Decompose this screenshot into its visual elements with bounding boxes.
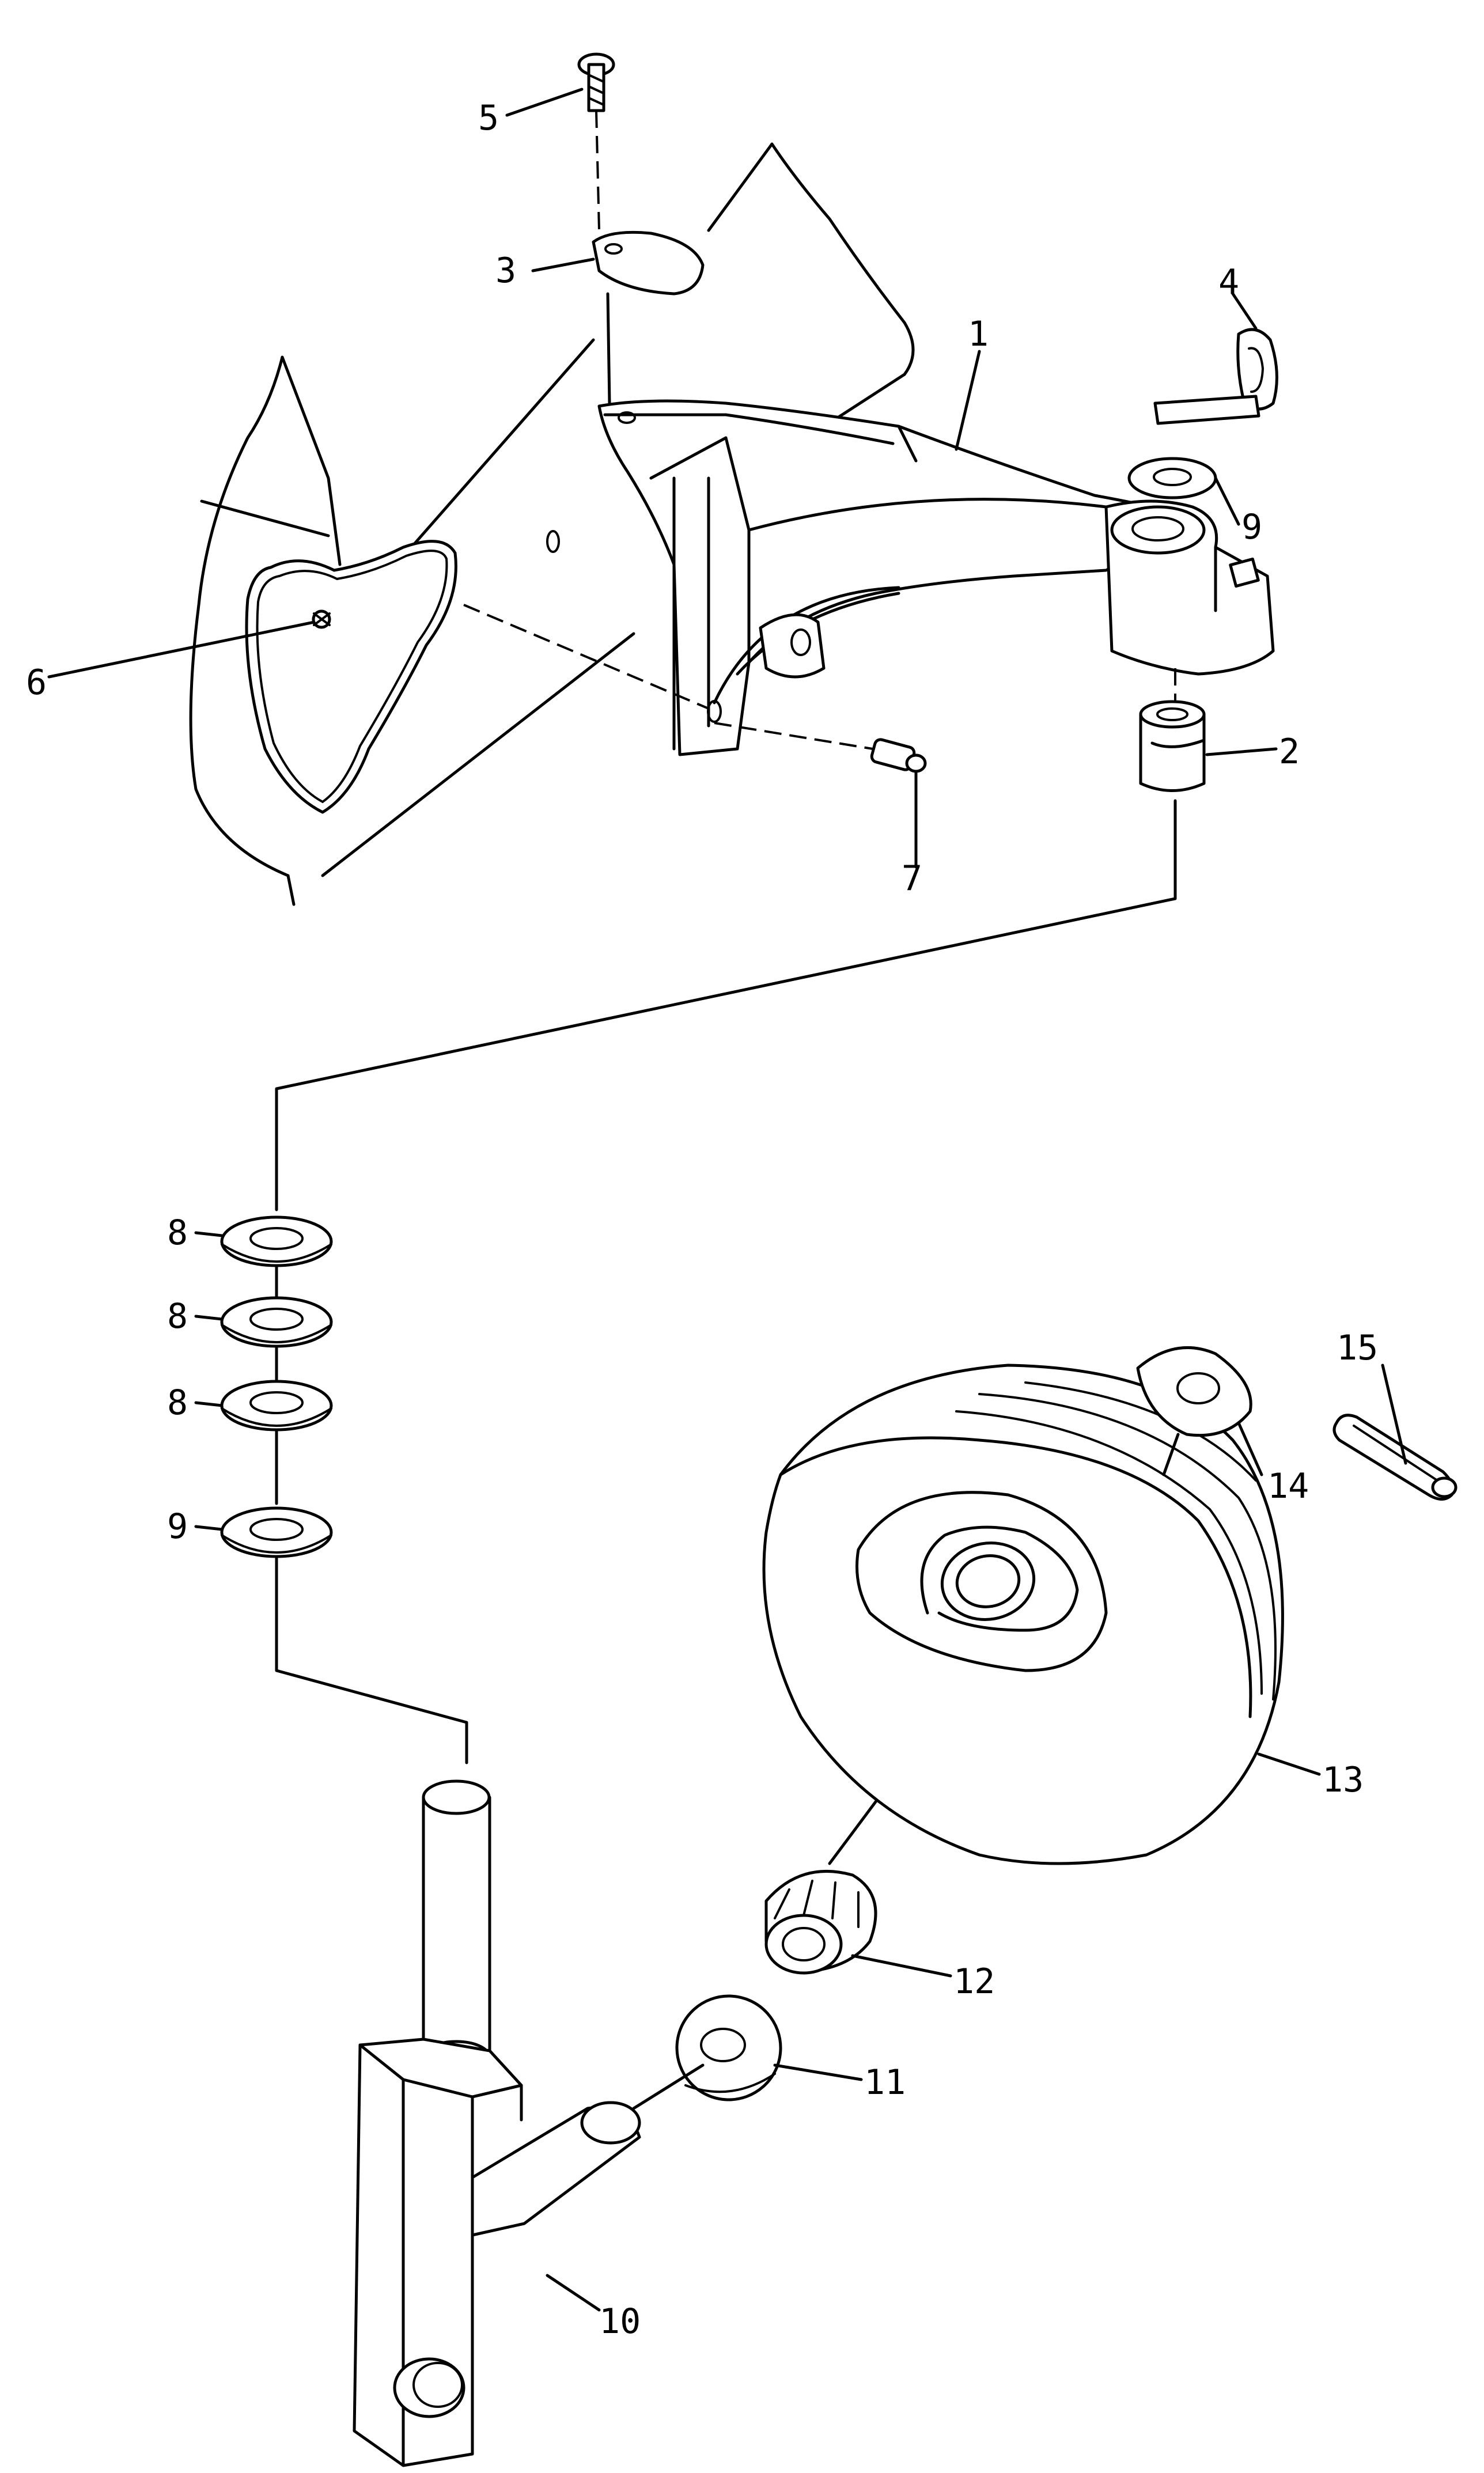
callout-8-bottom: 8 bbox=[167, 1383, 188, 1423]
callout-8-top: 8 bbox=[167, 1213, 188, 1253]
part-grease-fitting bbox=[870, 738, 927, 773]
callout-13: 13 bbox=[1322, 1760, 1364, 1800]
part-outer-washer bbox=[1136, 1346, 1252, 1437]
part-washer-8-middle bbox=[220, 1296, 333, 1348]
washer-stack bbox=[220, 1215, 468, 1764]
callout-4: 4 bbox=[1218, 262, 1239, 302]
callout-1: 1 bbox=[968, 314, 989, 354]
part-caster-fork bbox=[353, 1779, 641, 2467]
part-washer-9-bottom bbox=[220, 1506, 333, 1558]
part-washer-8-bottom bbox=[220, 1380, 333, 1431]
callout-11: 11 bbox=[864, 2062, 906, 2103]
callout-8-middle: 8 bbox=[167, 1296, 188, 1336]
part-cap-plate bbox=[592, 230, 705, 296]
part-lock-clip bbox=[1153, 328, 1278, 425]
part-wheel bbox=[762, 1364, 1284, 1865]
callout-9-bottom: 9 bbox=[167, 1506, 188, 1547]
part-main-arm bbox=[546, 399, 1275, 756]
callout-5: 5 bbox=[478, 98, 499, 138]
callout-7: 7 bbox=[902, 858, 922, 899]
callout-2: 2 bbox=[1279, 732, 1300, 772]
part-thrust-washer bbox=[675, 1994, 782, 2101]
part-cotter-pin bbox=[1332, 1414, 1458, 1501]
callout-labels: 1 2 3 4 5 6 7 8 8 8 9 9 10 11 12 13 14 1… bbox=[26, 98, 1378, 2342]
callout-15: 15 bbox=[1337, 1328, 1378, 1368]
callout-14: 14 bbox=[1267, 1466, 1309, 1506]
part-bushing bbox=[1139, 700, 1206, 792]
part-roller-bearing bbox=[764, 1869, 877, 1975]
callout-10: 10 bbox=[599, 2301, 641, 2342]
callout-9-top: 9 bbox=[1241, 507, 1262, 547]
part-washer-top bbox=[1127, 457, 1217, 499]
callout-6: 6 bbox=[26, 662, 47, 703]
leader-lines bbox=[47, 88, 1407, 2312]
part-mounting-plate bbox=[245, 540, 457, 814]
callout-12: 12 bbox=[953, 1961, 995, 2002]
part-bolt bbox=[577, 52, 615, 112]
callout-3: 3 bbox=[495, 251, 516, 291]
part-washer-8-top bbox=[220, 1215, 333, 1267]
